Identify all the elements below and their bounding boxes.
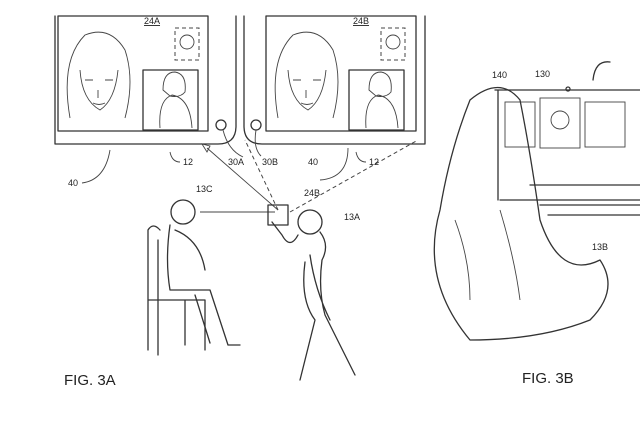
held-tablet-24b bbox=[267, 204, 289, 226]
label-13a: 13A bbox=[344, 212, 360, 222]
standing-person-13a bbox=[267, 204, 356, 381]
label-13b: 13B bbox=[592, 242, 608, 252]
label-130: 130 bbox=[535, 69, 550, 79]
label-12-left: 12 bbox=[183, 157, 193, 167]
label-40-right: 40 bbox=[308, 157, 318, 167]
tablet-device-left bbox=[54, 15, 237, 145]
label-24b: 24B bbox=[353, 16, 369, 26]
arrow-to-camera bbox=[201, 143, 279, 211]
figure-caption-3a: FIG. 3A bbox=[64, 372, 116, 389]
label-30b: 30B bbox=[262, 157, 278, 167]
fig3b-scene bbox=[433, 61, 640, 341]
label-140: 140 bbox=[492, 70, 507, 80]
seated-person-13c bbox=[147, 199, 241, 356]
video-pip-left bbox=[142, 69, 199, 131]
label-13c: 13C bbox=[196, 184, 213, 194]
label-12-right: 12 bbox=[369, 157, 379, 167]
label-30a: 30A bbox=[228, 157, 244, 167]
figure-caption-3b: FIG. 3B bbox=[522, 370, 574, 387]
self-view-right bbox=[380, 27, 406, 61]
tablet-device-right bbox=[243, 15, 426, 145]
label-24b-held: 24B bbox=[304, 188, 320, 198]
camera-30b-icon bbox=[250, 119, 262, 131]
camera-30a-icon bbox=[215, 119, 227, 131]
label-40-left: 40 bbox=[68, 178, 78, 188]
label-24a: 24A bbox=[144, 16, 160, 26]
self-view-left bbox=[174, 27, 200, 61]
video-pip-right bbox=[348, 69, 405, 131]
